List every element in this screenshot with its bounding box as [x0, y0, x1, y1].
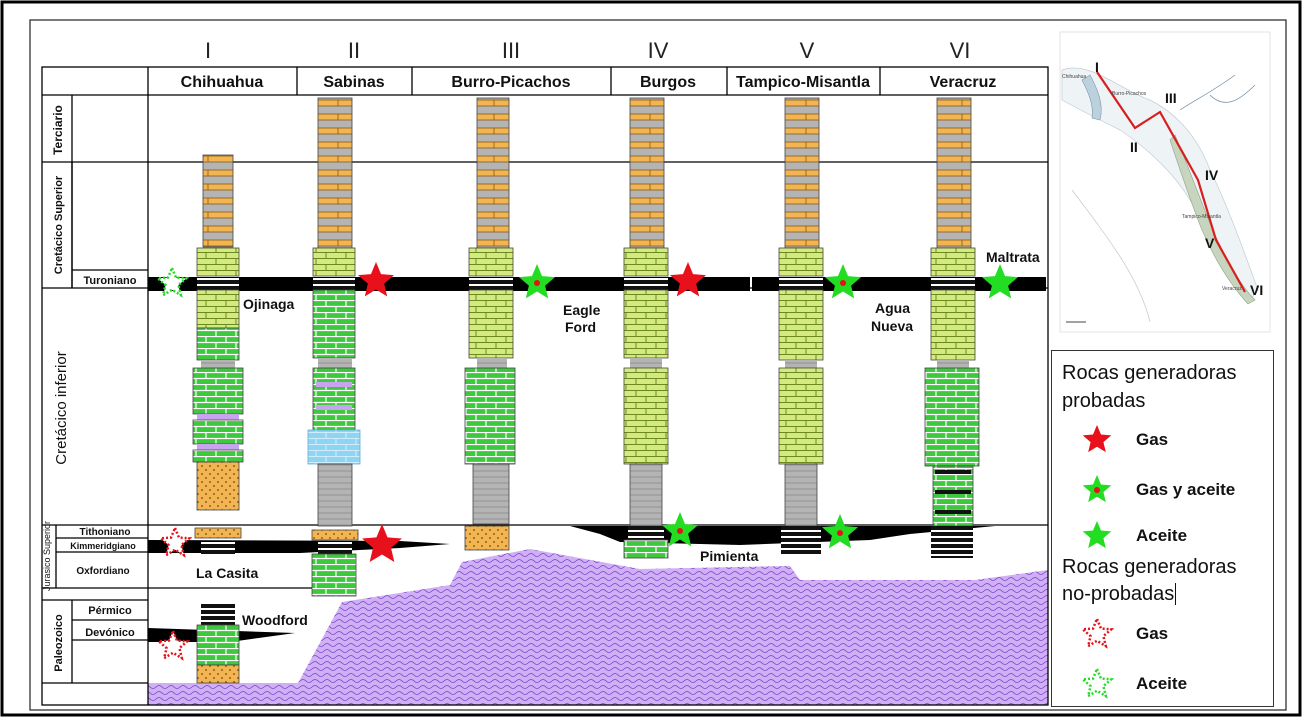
map-small-label: Chihuahua — [1062, 74, 1086, 80]
column-numeral: VI — [950, 38, 971, 63]
period-label-devonico: Devónico — [85, 627, 135, 639]
legend-item-label: Gas y aceite — [1136, 480, 1236, 499]
map-numeral: VI — [1250, 282, 1263, 298]
map-numeral: V — [1205, 235, 1215, 251]
column-name: Burro-Picachos — [451, 74, 570, 91]
red-star-icon — [362, 524, 402, 562]
section-line — [1096, 71, 1246, 293]
inner-frame — [29, 19, 1287, 711]
star-red-core — [840, 280, 846, 286]
formation-label-pimienta: Pimienta — [700, 548, 759, 564]
period-label-oxfordiano: Oxfordiano — [76, 566, 129, 577]
period-label-kimmeridgiano: Kimmeridgiano — [70, 541, 136, 551]
legend: Rocas generadoras probadas Gas Gas y ace… — [1051, 350, 1274, 707]
formation-label-ojinaga: Ojinaga — [243, 296, 295, 312]
column-name: Veracruz — [930, 74, 997, 91]
legend-item-label: Gas — [1136, 624, 1169, 643]
kimmeridgian-source-rock — [148, 540, 450, 553]
state-border-line — [1071, 189, 1151, 323]
legend-item-gas-y-aceite: Gas y aceite — [1080, 475, 1235, 505]
river-lines — [1179, 74, 1256, 111]
legend-proven-title-line1: Rocas generadoras — [1062, 362, 1237, 384]
legend-item-label: Aceite — [1136, 526, 1188, 545]
period-label-paleozoico: Paleozoico — [53, 614, 65, 672]
period-label-permico: Pérmico — [88, 605, 132, 617]
column-name: Tampico-Misantla — [736, 74, 870, 91]
legend-proven-title-line2: probadas — [1062, 390, 1146, 412]
column-name: Burgos — [640, 74, 696, 91]
formation-label-maltrata: Maltrata — [986, 249, 1040, 265]
coastline-shape — [1061, 67, 1259, 301]
legend-item-gas: Gas — [1080, 425, 1168, 455]
diagram-source-rock-markers — [154, 262, 1019, 661]
column-numeral: II — [348, 38, 360, 63]
formation-label-ford: Ford — [565, 319, 596, 335]
dotted-red-star-icon — [155, 627, 191, 661]
formation-label-eagle: Eagle — [563, 302, 601, 318]
column-vi-veracruz — [924, 97, 980, 558]
star-red-core — [837, 530, 843, 536]
column-i-chihuahua — [192, 154, 244, 684]
red-star-icon — [1082, 425, 1112, 453]
star-red-core — [677, 528, 683, 534]
legend-item-label: Aceite — [1136, 674, 1188, 693]
table-grid — [41, 66, 1049, 706]
column-numeral: III — [502, 38, 520, 63]
red-star-icon — [669, 262, 707, 297]
column-ii-sabinas — [307, 97, 361, 597]
dotted-green-star-icon — [1080, 667, 1114, 699]
legend-item-unproven-aceite: Aceite — [1080, 667, 1188, 699]
chihuahua-basin-shape — [1081, 74, 1102, 121]
legend-unproven-title-line1: Rocas generadoras — [1062, 556, 1237, 578]
formation-label-la-casita: La Casita — [196, 565, 258, 581]
dotted-green-star-icon — [154, 264, 190, 298]
formation-label-nueva: Nueva — [871, 318, 913, 334]
gulf-basins-shape — [1169, 134, 1256, 305]
column-numeral: I — [205, 38, 211, 63]
map-numeral: IV — [1205, 167, 1219, 183]
star-red-core — [534, 280, 540, 286]
period-label-cretacico-inferior: Cretácico inferior — [53, 351, 70, 464]
legend-item-aceite: Aceite — [1080, 521, 1187, 551]
formation-label-agua: Agua — [875, 300, 910, 316]
map-numeral: I — [1095, 59, 1099, 75]
legend-item-label: Gas — [1136, 430, 1169, 449]
column-iv-burgos — [623, 97, 669, 559]
dotted-red-star-icon — [1080, 617, 1114, 649]
period-label-turoniano: Turoniano — [84, 275, 137, 287]
map-small-label: Veracruz — [1222, 286, 1242, 292]
green-star-icon — [981, 264, 1019, 299]
period-label-cretacico-superior: Cretácico Superior — [53, 175, 65, 274]
column-iii-burro-picachos — [464, 97, 516, 551]
map-small-label: Burro-Picachos — [1112, 91, 1147, 97]
formation-label-woodford: Woodford — [242, 612, 308, 628]
map-numeral: III — [1165, 90, 1177, 106]
basement-rock — [148, 549, 1048, 705]
legend-item-unproven-gas: Gas — [1080, 617, 1169, 649]
index-map: I II III IV V VI Chihuahua Burro-Picacho… — [1059, 31, 1271, 333]
green-star-red-core-icon — [1082, 475, 1112, 503]
column-v-tampico-misantla — [778, 97, 824, 556]
column-numeral: V — [800, 38, 815, 63]
green-star-icon — [1082, 521, 1112, 549]
red-star-icon — [357, 262, 395, 297]
column-numeral: IV — [648, 38, 669, 63]
map-numeral: II — [1130, 139, 1138, 155]
column-name: Sabinas — [323, 74, 384, 91]
turonian-source-rock — [148, 277, 750, 291]
map-small-label: Tampico-Misantla — [1182, 214, 1221, 220]
dotted-red-star-icon — [157, 524, 193, 558]
column-name: Chihuahua — [181, 74, 264, 91]
legend-unproven-title-line2: no-probadas​ — [1062, 583, 1177, 605]
period-label-terciario: Terciario — [51, 105, 65, 155]
period-label-jurasico-superior: Jurasico Superior — [42, 521, 52, 591]
period-label-tithoniano: Tithoniano — [80, 527, 131, 538]
